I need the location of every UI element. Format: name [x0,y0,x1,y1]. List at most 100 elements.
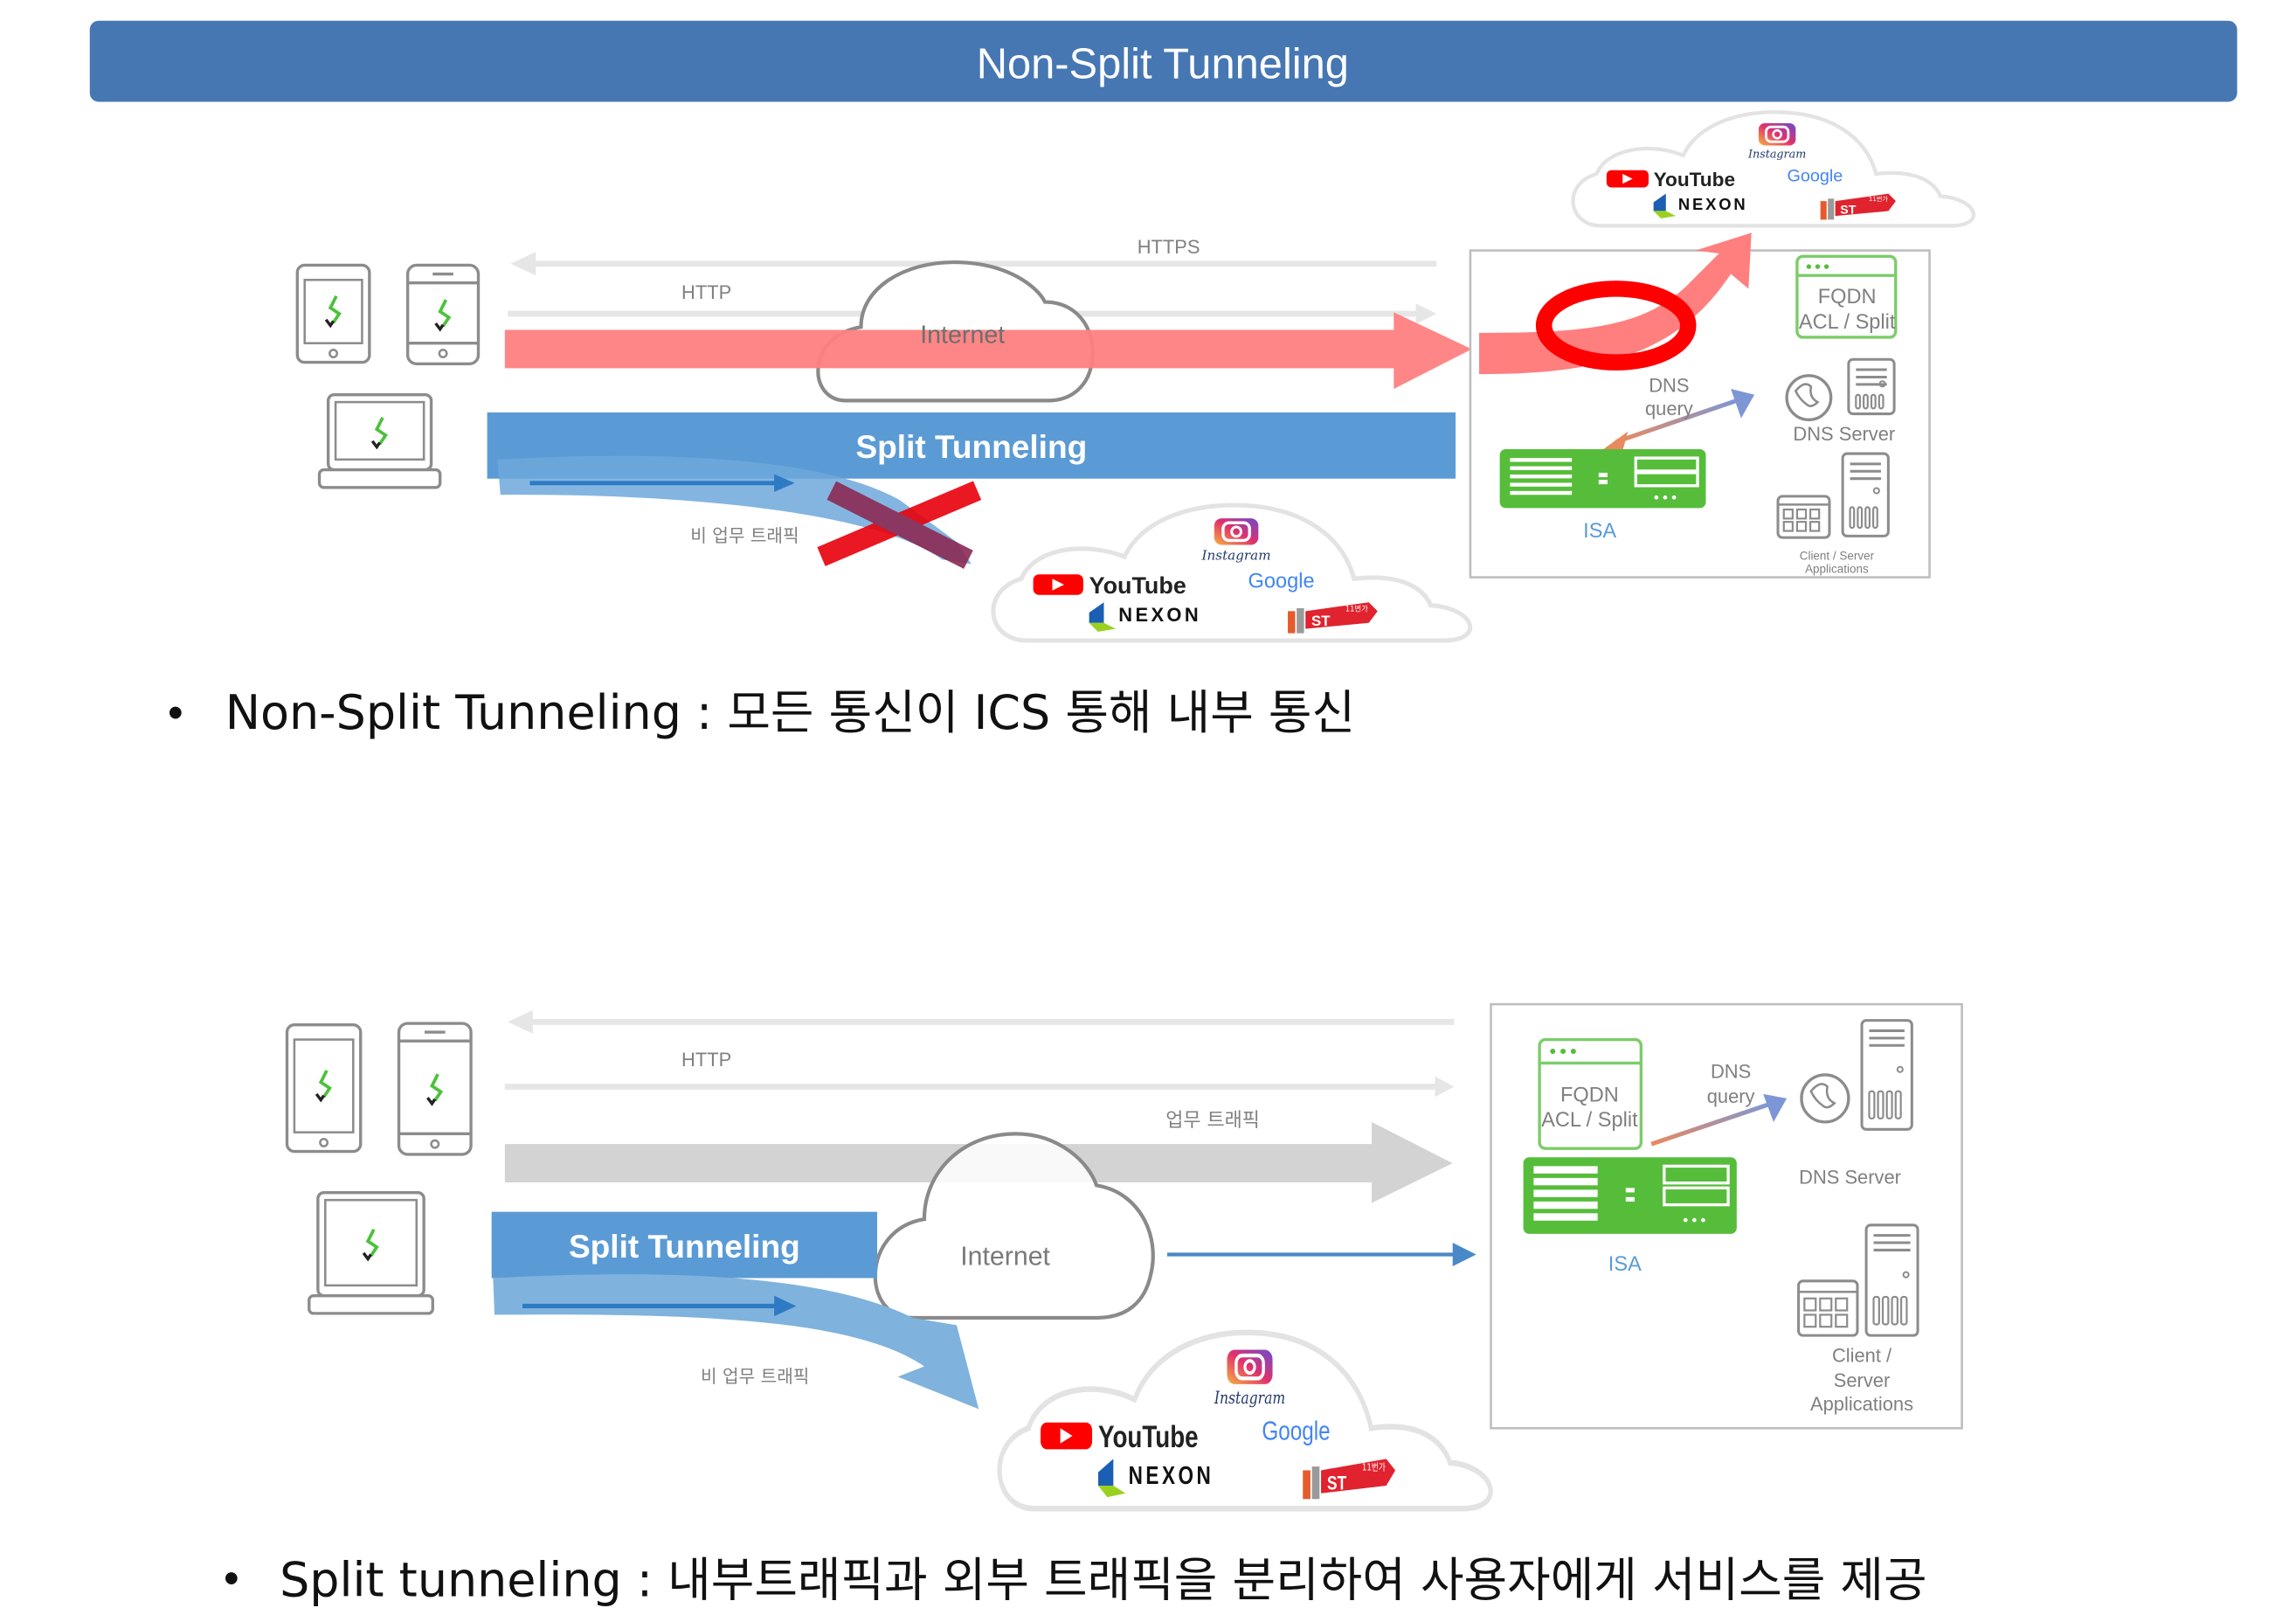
app-tile [1835,1297,1849,1312]
nexon-logo: NEXON [1118,604,1201,626]
nexon-icon [1097,1459,1114,1486]
isa-label: ISA [1583,519,1616,542]
11st-logo: ST [1840,202,1856,216]
split-tunneling-bar [491,1211,878,1279]
non-split-diagram: HTTPS HTTP Internet Split Tunneling 비 업무… [168,110,1976,740]
header-background [89,20,2237,102]
http-label: HTTP [681,281,731,303]
non-business-traffic-label: 비 업무 트래픽 [701,1366,809,1387]
isa-slot [1663,1186,1730,1207]
isa-led [1654,495,1659,500]
11st-sub: 11번가 [1362,1461,1386,1473]
dns-query-label-2: query [1707,1085,1755,1107]
isa-vent [1510,466,1573,470]
isa-vent [1533,1189,1598,1197]
dns-query-arrow [1601,388,1755,454]
logo-shape [1764,125,1790,143]
internet-services-cloud-top: Instagram YouTube Google NEXON ST 11번가 [1571,110,1976,228]
logo-shape [1772,128,1782,140]
app-window-icon [1776,495,1831,539]
isa-vent [1510,458,1573,462]
app-tile [1795,508,1808,520]
non-business-traffic-label: 비 업무 트래픽 [690,525,799,546]
server-drive [1849,506,1856,530]
11st-icon [1288,611,1296,634]
isa-vent [1533,1177,1598,1186]
s-logo-icon [434,322,445,332]
isa-vent [1510,490,1573,496]
internet-services-cloud: Instagram YouTube Google NEXON ST 11번가 [991,502,1473,643]
11st-sub: 11번가 [1869,195,1888,203]
isa-mark [1598,472,1608,478]
globe-icon [1785,374,1833,421]
https-label: HTTPS [1138,236,1200,258]
instagram-logo: Instagram [1214,1388,1285,1408]
instagram-logo: Instagram [1201,547,1271,563]
logo-shape [1828,198,1835,220]
server-drive [1871,506,1878,530]
logo-shape [1653,211,1677,218]
app-tile [1808,521,1821,532]
fqdn-acl-box: FQDN ACL / Split [1795,254,1898,339]
dns-query-arrow [1650,1093,1788,1147]
isa-led [1691,1217,1697,1223]
11st-sub: 11번가 [1345,604,1368,613]
server-led [1902,1271,1910,1279]
instagram-logo: Instagram [1747,149,1806,162]
isa-led [1683,1217,1688,1223]
nexon-logo: NEXON [1129,1462,1214,1489]
dns-server-icons [1785,357,1896,421]
isa-appliance-icon [1499,449,1706,509]
bullet: • [224,1553,239,1603]
youtube-logo: YouTube [1089,572,1186,599]
laptop-base [317,468,442,489]
server-drive [1900,1295,1908,1326]
s-logo-icon [318,1070,332,1099]
dns-server-label: DNS Server [1793,423,1895,445]
s-logo-icon [438,299,452,328]
isa-slot [1634,456,1699,473]
server-led [1878,380,1886,388]
google-logo: Google [1262,1416,1330,1445]
globe-land [1809,1083,1836,1109]
isa-vent [1533,1201,1598,1209]
internal-traffic-arrow [522,1295,797,1317]
server-drive [1885,1090,1893,1119]
isa-vent [1510,474,1573,479]
logo-shape [1311,1466,1320,1500]
isa-appliance-icon [1523,1157,1737,1234]
logo-shape [1230,525,1242,538]
nexon-icon [1089,602,1104,623]
globe-icon [1800,1073,1850,1124]
s-logo-icon [328,295,342,324]
business-traffic-label: 업무 트래픽 [1165,1110,1260,1132]
split-tunneling-label: Split Tunneling [569,1228,800,1265]
applications-label: Applications [1810,1393,1913,1415]
logo-shape [1221,521,1251,543]
server-led [1896,1065,1904,1073]
isa-vent [1533,1166,1598,1174]
logo-shape [1097,1485,1126,1498]
dns-server-label: DNS Server [1799,1167,1901,1189]
s-logo-icon [324,318,335,329]
home-button [430,1139,440,1149]
app-window-icon [1797,1279,1859,1337]
server-drive [1878,393,1885,410]
internet-cloud: Internet [873,1132,1155,1320]
server-drive [1881,1295,1890,1326]
http-label: HTTP [681,1049,731,1071]
app-tile [1782,508,1794,520]
app-tile [1819,1313,1833,1328]
google-logo: Google [1787,166,1843,185]
server-drive [1877,1090,1885,1119]
service-logos: Instagram YouTube Google NEXON ST 11번가 [991,502,1473,643]
isa-label: ISA [1608,1252,1642,1275]
service-logos: Instagram YouTube Google NEXON ST 11번가 [1571,110,1976,228]
logo-shape [1305,602,1378,629]
dns-query-label: DNS [1711,1060,1751,1082]
nexon-logo: NEXON [1678,195,1748,213]
11st-icon [1303,1470,1311,1500]
bullet: • [168,687,183,737]
home-button [438,349,448,358]
11st-logo: ST [1311,613,1331,629]
